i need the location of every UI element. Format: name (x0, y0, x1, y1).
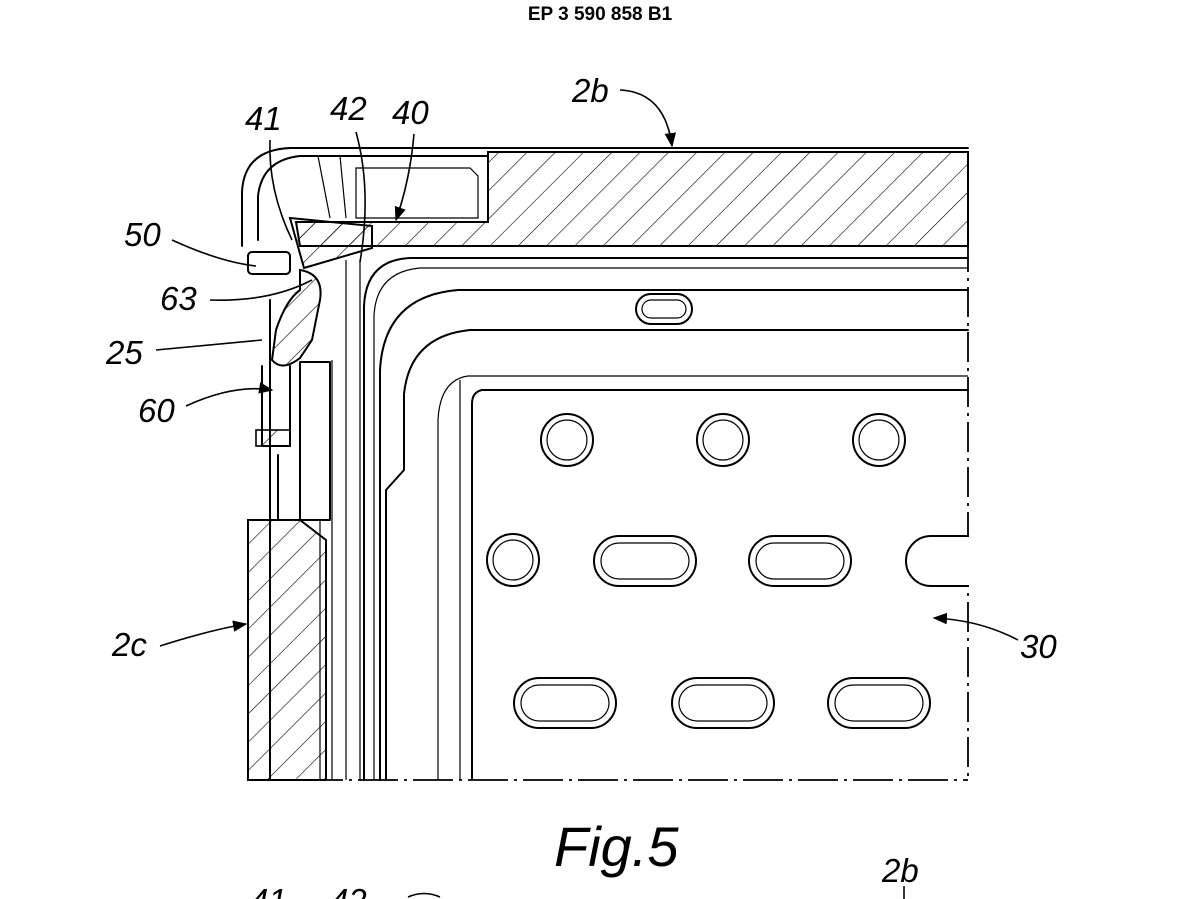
hole-clip-mask (969, 520, 1009, 600)
ref-2b-next-figure: 2b (881, 852, 919, 889)
ref-30: 30 (1020, 628, 1057, 665)
leader-42 (355, 131, 366, 263)
clip-50 (247, 251, 291, 275)
ref-2c: 2c (111, 626, 147, 663)
bracket-60-foot (255, 429, 291, 447)
door-profile (299, 361, 331, 521)
tray-outer (437, 375, 968, 780)
tray-slot-inner (641, 299, 687, 319)
tray-holes (486, 413, 1009, 729)
ref-41: 41 (245, 100, 282, 137)
leader-60 (185, 382, 274, 407)
leader-30 (932, 612, 1019, 641)
ref-42: 42 (330, 90, 367, 127)
cavity-liner-outer (363, 257, 969, 781)
ref-42-next-figure: 42 (330, 882, 367, 899)
seal-63 (270, 268, 322, 367)
ref-50: 50 (124, 216, 161, 253)
leader-40 (394, 133, 415, 222)
ref-40: 40 (392, 94, 429, 131)
rim-ribs (317, 155, 347, 219)
ref-63: 63 (160, 280, 197, 317)
ref-41-next-figure: 41 (250, 882, 287, 899)
ref-60: 60 (138, 392, 175, 429)
leader-2c (159, 620, 248, 647)
ref-25: 25 (105, 334, 143, 371)
top-cover-2b (294, 151, 969, 247)
cavity-liner-4 (385, 329, 969, 781)
figure-caption: Fig.5 (554, 815, 679, 878)
lip-41 (288, 216, 373, 270)
leader-2b (619, 89, 677, 148)
leader-63 (209, 279, 313, 301)
patent-number: EP 3 590 858 B1 (527, 4, 673, 25)
outer-rim (241, 147, 969, 247)
leader-25 (155, 339, 263, 351)
leader-next-figure (407, 892, 441, 898)
side-wall-2c (247, 519, 327, 781)
ref-2b: 2b (571, 72, 609, 109)
leader-41 (269, 139, 293, 241)
rim-pocket (355, 167, 479, 219)
tray-edge (471, 389, 969, 781)
tray-slot (635, 293, 693, 325)
leader-50 (171, 239, 257, 267)
cavity-liner-3 (379, 289, 969, 781)
cavity-liner-2 (373, 267, 968, 780)
